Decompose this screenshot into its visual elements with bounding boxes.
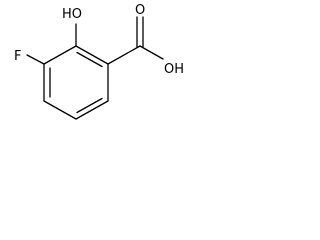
bond-c1-carboxyl-carbon bbox=[107, 45, 141, 65]
hydroxyl-label: HO bbox=[62, 7, 82, 22]
bond-c3-fluorine bbox=[26, 54, 45, 65]
ring-bond-c5-c6 bbox=[75, 100, 109, 120]
ring-double-bond-c5-c6 bbox=[76, 97, 103, 114]
ring-bond-c4-c5 bbox=[43, 100, 77, 120]
bond-carboxyl-hydroxyl bbox=[139, 45, 164, 60]
ring-bond-c2-c3 bbox=[43, 45, 77, 65]
carbonyl-oxygen-label: O bbox=[135, 3, 145, 18]
ring-bond-c1-c2 bbox=[75, 45, 109, 65]
ring-double-bond-c1-c2 bbox=[76, 51, 103, 68]
chemical-structure-diagram: F HO O OH bbox=[14, 3, 184, 120]
structure-canvas: F HO O OH bbox=[0, 0, 198, 134]
fluorine-label: F bbox=[14, 49, 21, 64]
acid-hydroxyl-label: OH bbox=[164, 62, 184, 77]
